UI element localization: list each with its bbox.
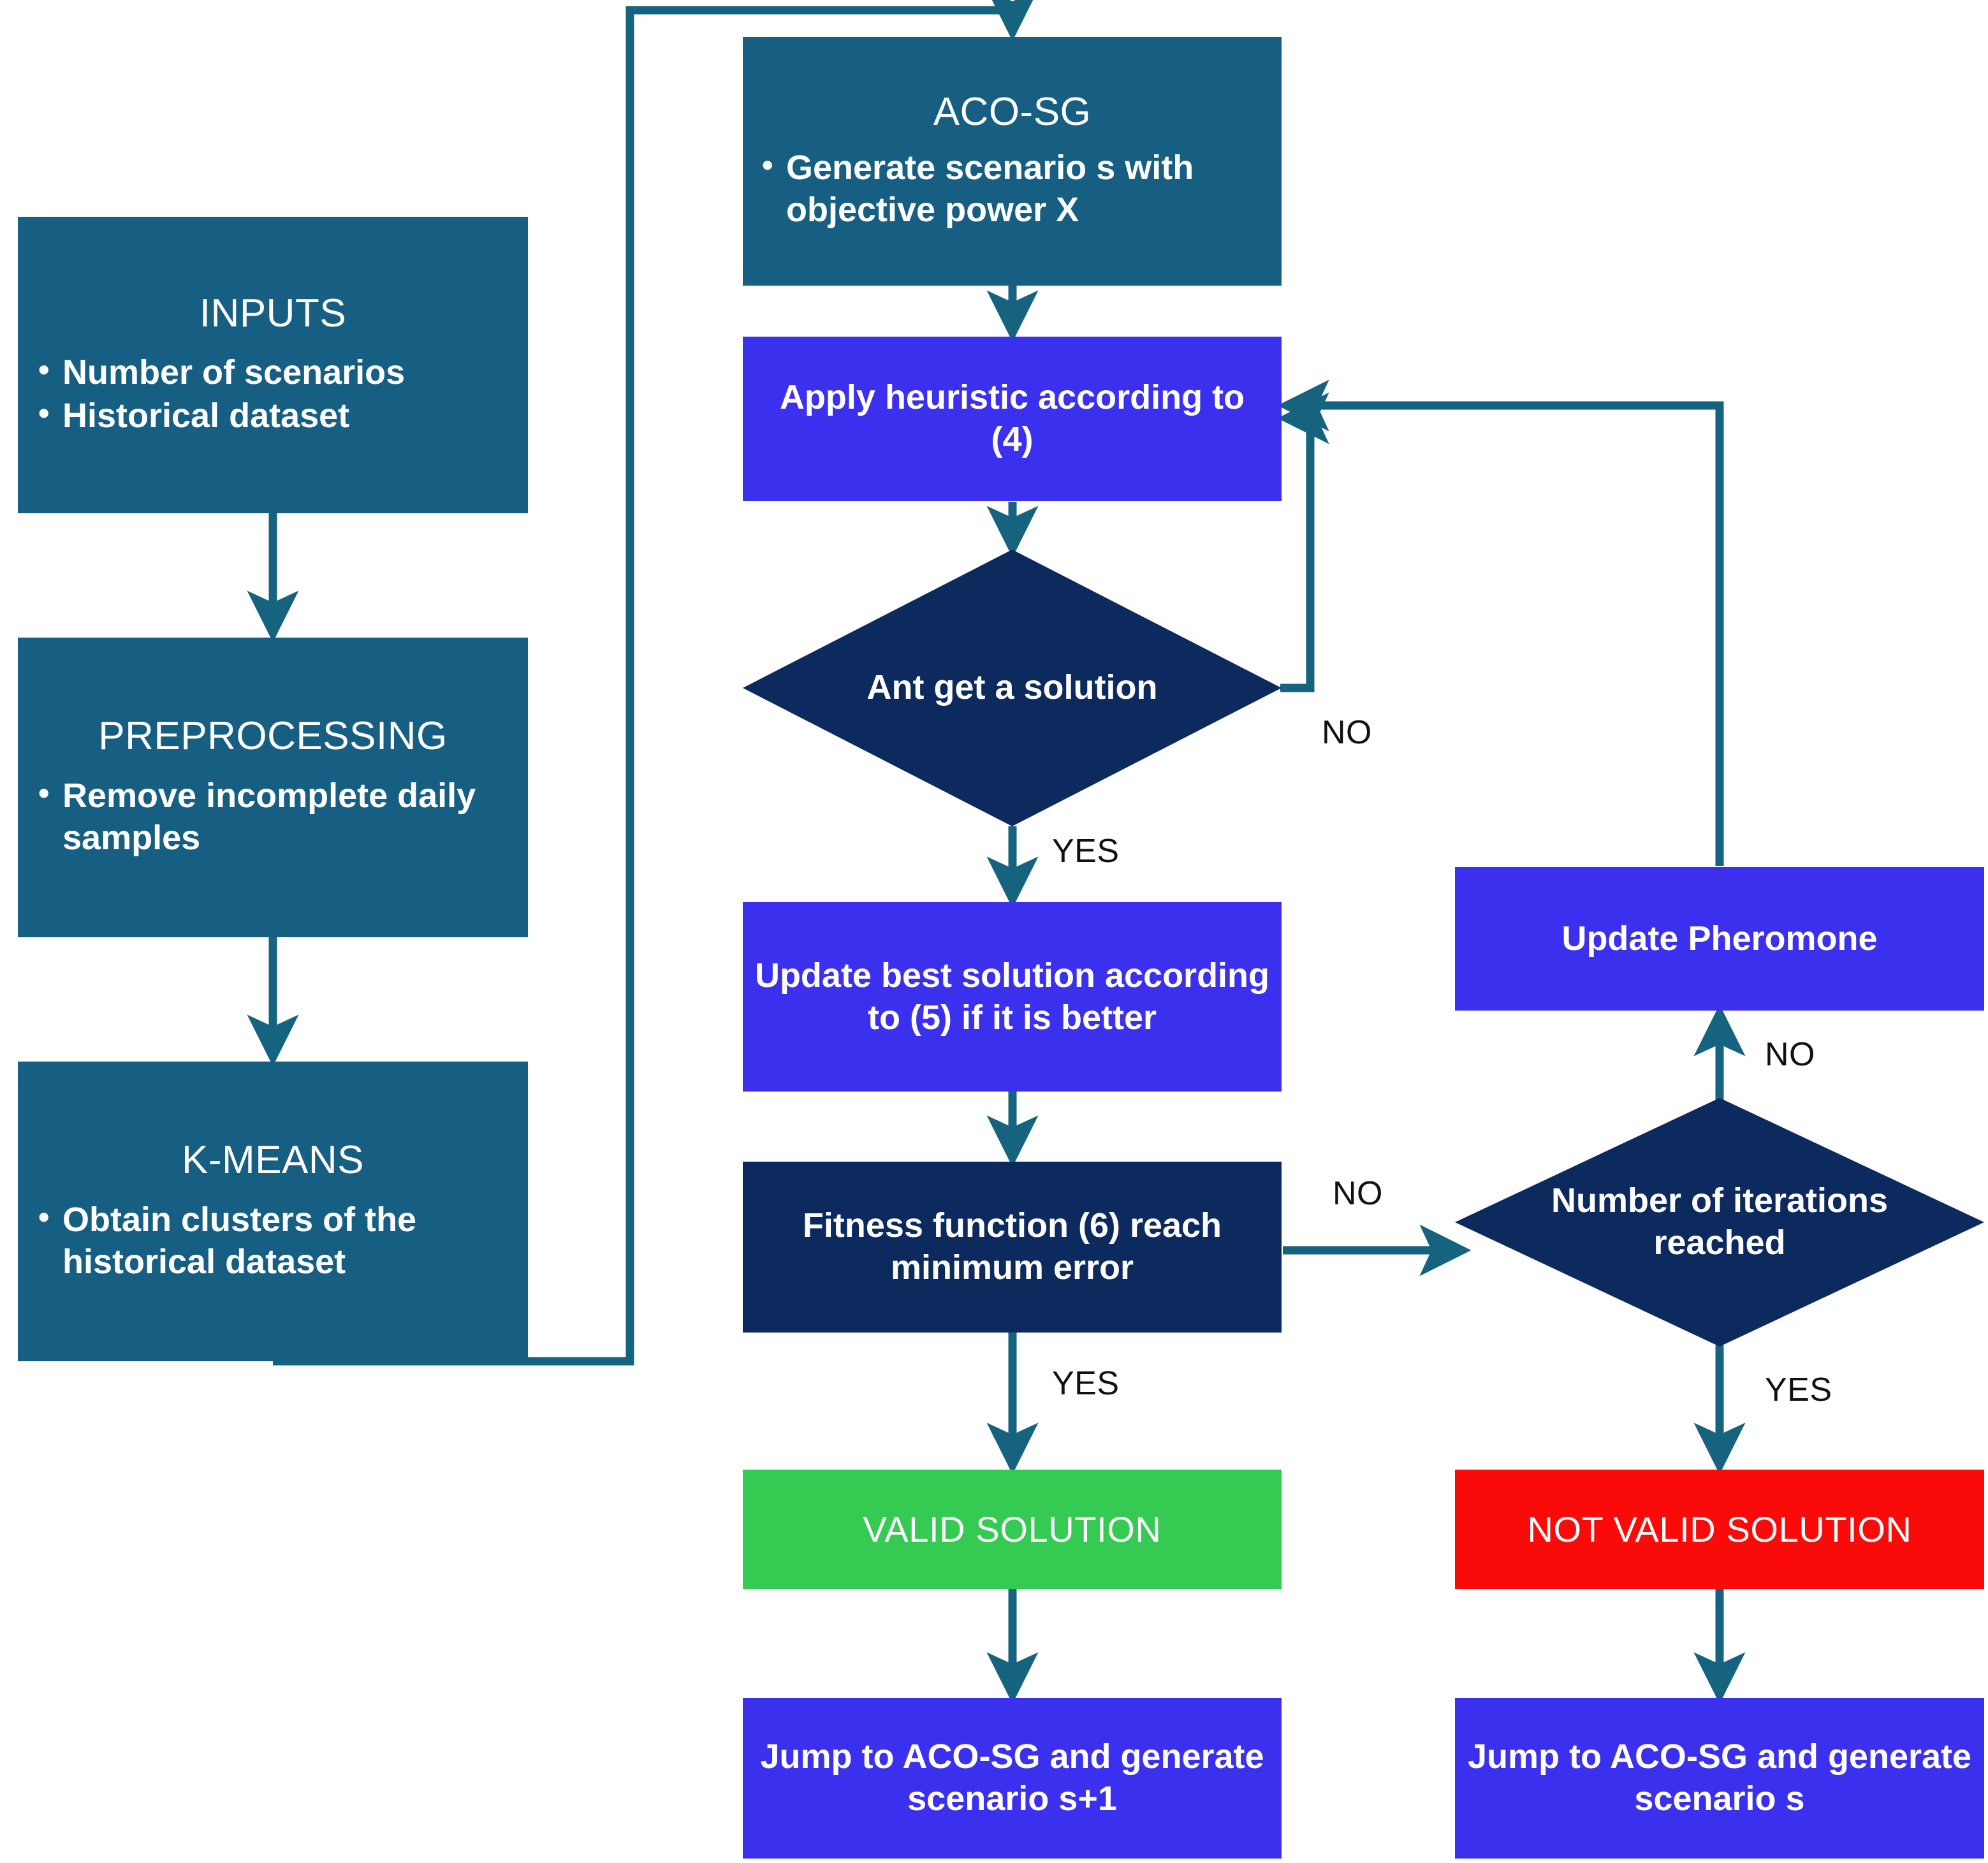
list-item: Remove incomplete daily samples <box>28 774 518 859</box>
node-acosg-title: ACO-SG <box>933 90 1092 135</box>
list-item: Number of scenarios <box>28 351 518 394</box>
node-inputs[interactable]: INPUTS Number of scenarios Historical da… <box>18 217 528 513</box>
node-kmeans-bullets: Obtain clusters of the historical datase… <box>28 1198 518 1285</box>
node-not-valid-solution[interactable]: NOT VALID SOLUTION <box>1455 1470 1984 1589</box>
edge-pheromone-to-apply-heuristic <box>1277 379 1724 866</box>
list-item: Historical dataset <box>28 394 518 437</box>
node-update-pheromone-label: Update Pheromone <box>1561 919 1878 958</box>
node-ant-get-solution[interactable]: Ant get a solution <box>743 550 1282 826</box>
node-acosg[interactable]: ACO-SG Generate scenario s with objectiv… <box>743 37 1282 286</box>
node-inputs-bullets: Number of scenarios Historical dataset <box>28 351 518 439</box>
node-apply-heuristic[interactable]: Apply heuristic according to (4) <box>743 337 1282 501</box>
node-kmeans[interactable]: K-MEANS Obtain clusters of the historica… <box>18 1062 528 1361</box>
node-apply-heuristic-label: Apply heuristic according to (4) <box>779 378 1245 458</box>
node-iterations-reached[interactable]: Number of iterations reached <box>1455 1098 1984 1347</box>
node-jump-scenario-s-label: Jump to ACO-SG and generate scenario s <box>1467 1737 1972 1818</box>
node-fitness-function-label: Fitness function (6) reach minimum error <box>802 1206 1222 1287</box>
edge-ant-no-to-apply-heuristic <box>1277 392 1329 692</box>
node-ant-get-solution-label: Ant get a solution <box>866 668 1158 707</box>
edge-label-fitness-no: NO <box>1333 1175 1383 1212</box>
node-jump-scenario-s-plus-1-label: Jump to ACO-SG and generate scenario s+1 <box>760 1737 1264 1818</box>
node-acosg-bullets: Generate scenario s with objective power… <box>752 146 1273 233</box>
list-item: Obtain clusters of the historical datase… <box>28 1198 518 1283</box>
node-inputs-title: INPUTS <box>199 291 347 335</box>
edge-label-fitness-yes: YES <box>1052 1365 1120 1402</box>
node-update-pheromone[interactable]: Update Pheromone <box>1455 867 1984 1011</box>
node-preprocessing-title: PREPROCESSING <box>98 714 448 759</box>
node-preprocessing[interactable]: PREPROCESSING Remove incomplete daily sa… <box>18 638 528 937</box>
node-update-best-solution-label: Update best solution according to (5) if… <box>754 956 1270 1037</box>
node-kmeans-title: K-MEANS <box>182 1138 364 1183</box>
node-update-best-solution[interactable]: Update best solution according to (5) if… <box>743 902 1282 1092</box>
edge-label-iterations-no: NO <box>1765 1036 1815 1073</box>
node-jump-scenario-s[interactable]: Jump to ACO-SG and generate scenario s <box>1455 1698 1984 1859</box>
node-jump-scenario-s-plus-1[interactable]: Jump to ACO-SG and generate scenario s+1 <box>743 1698 1282 1859</box>
node-fitness-function[interactable]: Fitness function (6) reach minimum error <box>743 1162 1282 1333</box>
node-not-valid-solution-label: NOT VALID SOLUTION <box>1527 1509 1912 1549</box>
node-valid-solution[interactable]: VALID SOLUTION <box>743 1470 1282 1589</box>
node-valid-solution-label: VALID SOLUTION <box>863 1509 1162 1549</box>
edge-label-ant-no: NO <box>1322 714 1372 751</box>
edge-label-iterations-yes: YES <box>1765 1371 1832 1408</box>
node-preprocessing-bullets: Remove incomplete daily samples <box>28 774 518 861</box>
list-item: Generate scenario s with objective power… <box>752 146 1273 231</box>
edge-label-ant-yes: YES <box>1052 833 1120 870</box>
node-iterations-reached-label: Number of iterations reached <box>1551 1181 1889 1262</box>
